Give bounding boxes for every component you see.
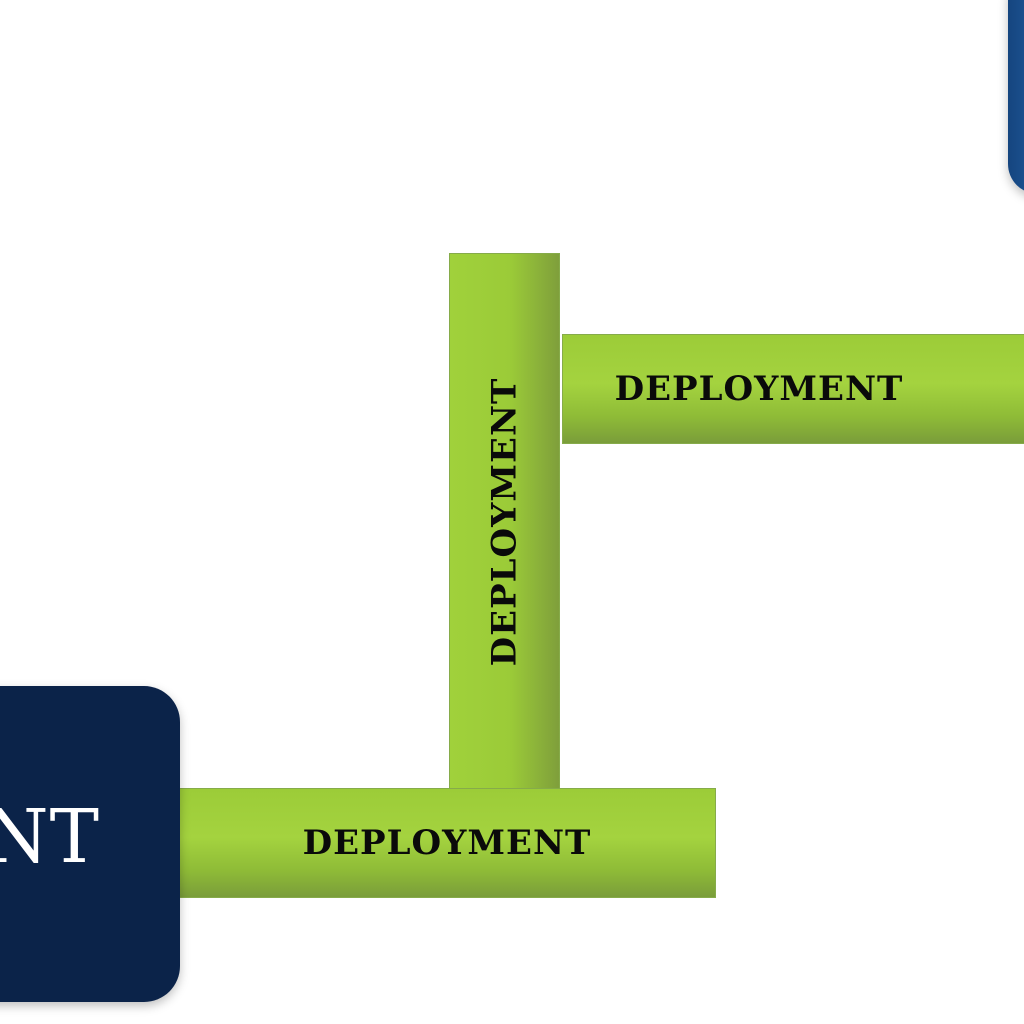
right-bar-label: DEPLOYMENT xyxy=(614,369,904,409)
dark-block-text: NT xyxy=(0,792,100,882)
top-right-blue-block xyxy=(1008,0,1024,194)
dark-block-label: NT xyxy=(0,794,100,880)
vertical-bar-label: DEPLOYMENT xyxy=(484,377,525,666)
right-deployment-bar: DEPLOYMENT xyxy=(562,334,1024,444)
bottom-bar-label: DEPLOYMENT xyxy=(302,823,592,863)
vertical-deployment-bar: DEPLOYMENT xyxy=(449,253,560,790)
bottom-deployment-bar: DEPLOYMENT xyxy=(178,788,716,898)
bottom-left-dark-block xyxy=(0,686,180,1002)
